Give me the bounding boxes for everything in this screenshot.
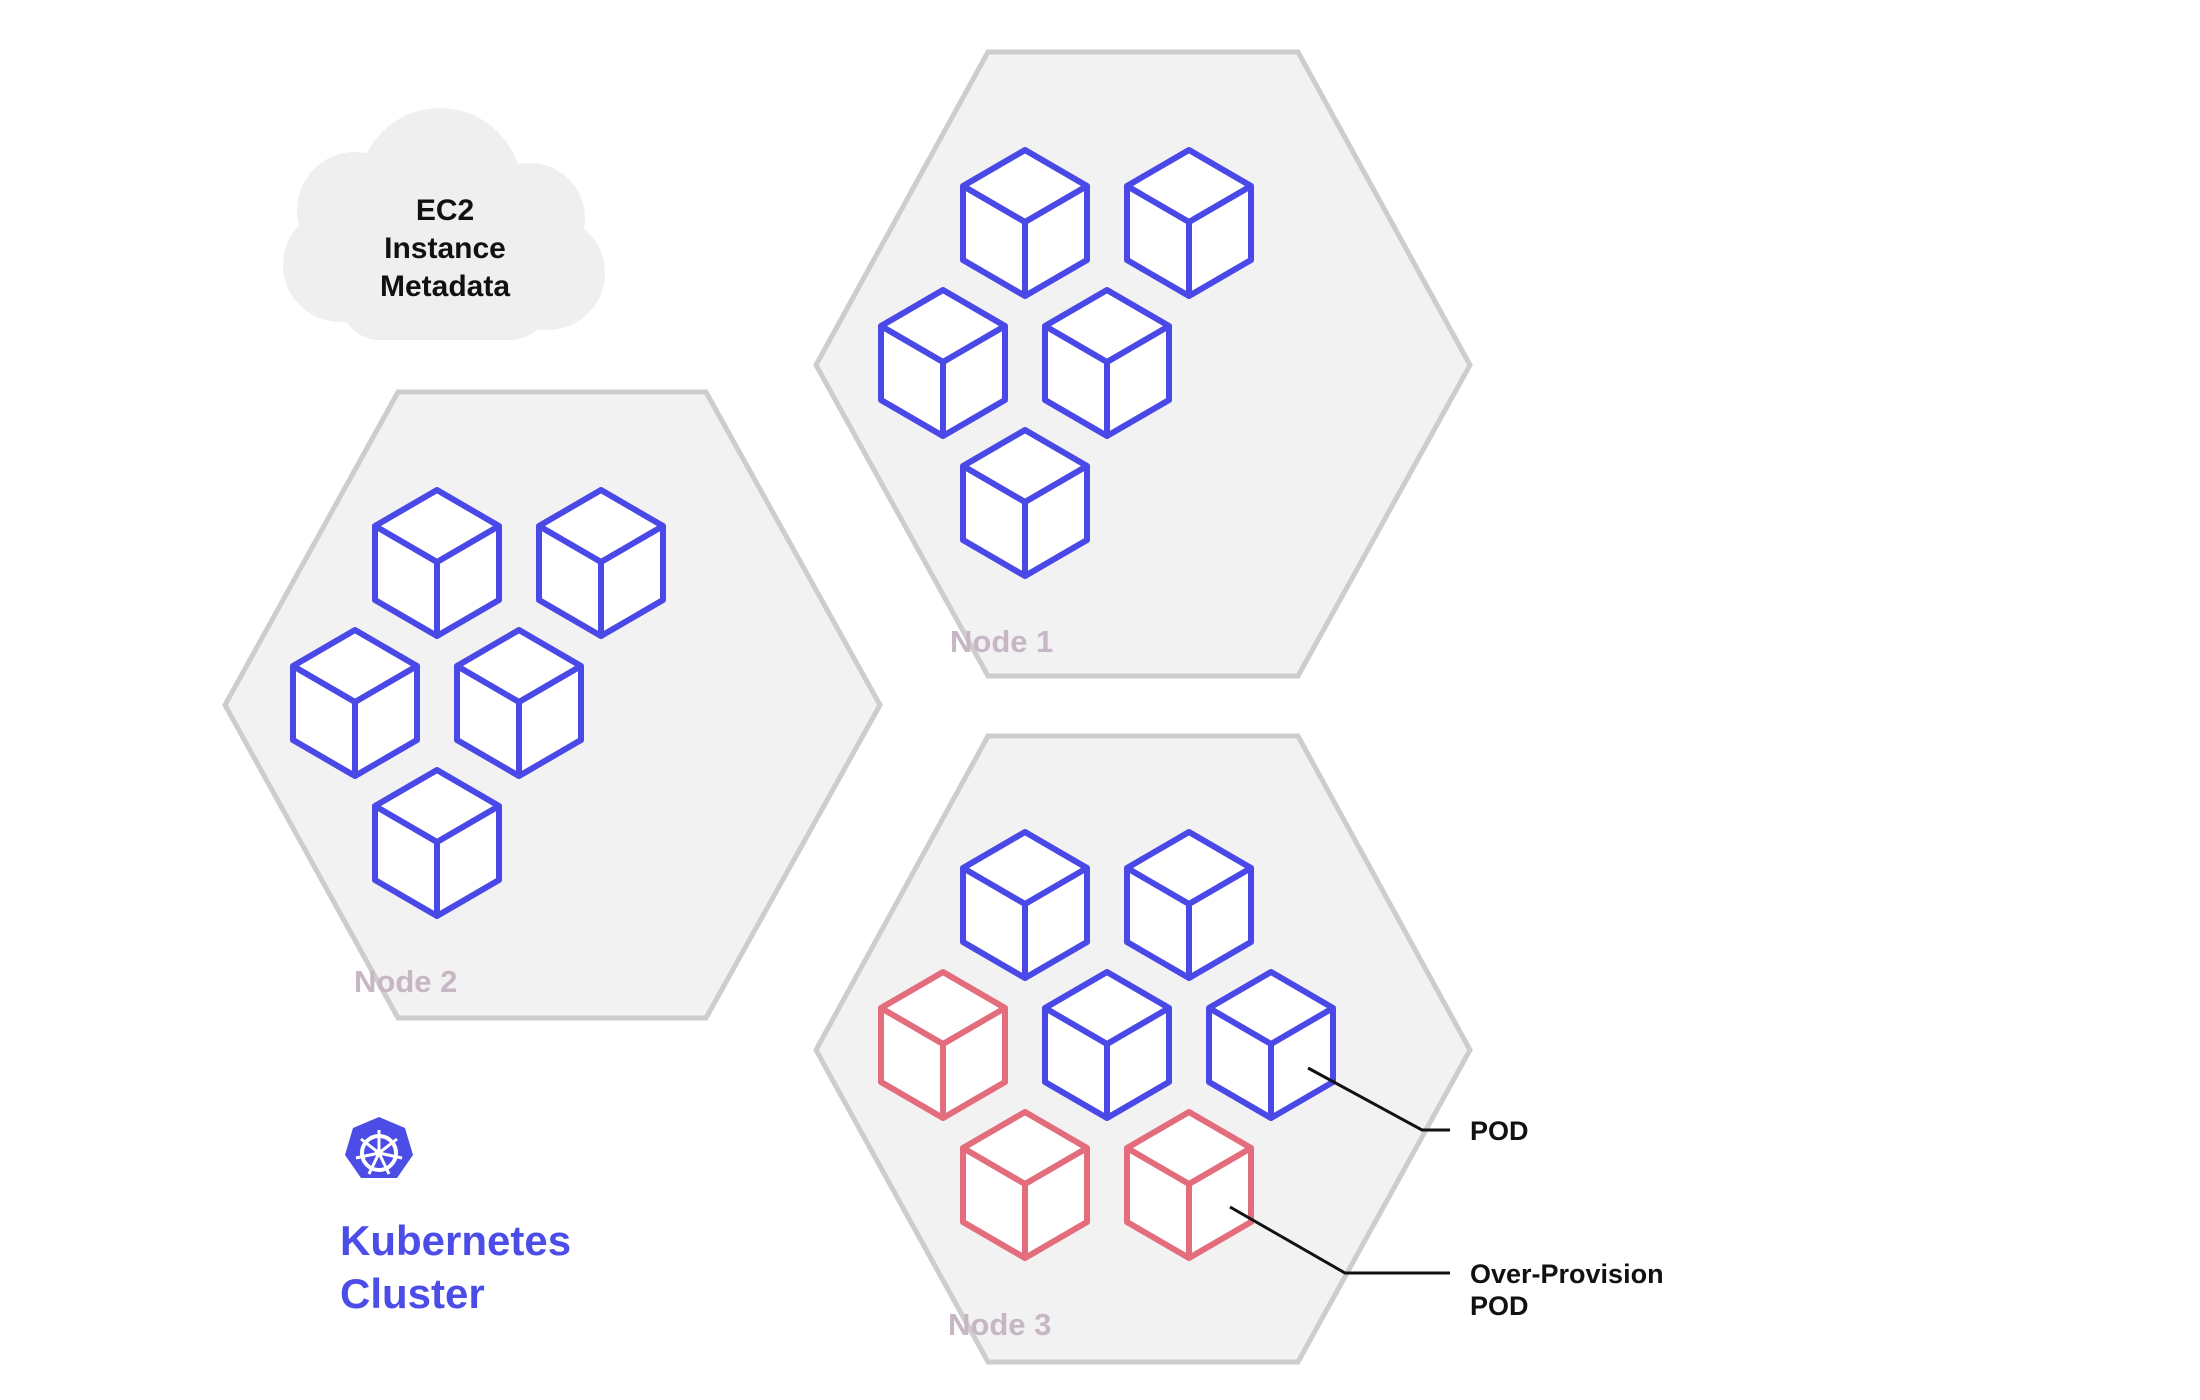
ec2-metadata-cloud: EC2 Instance Metadata bbox=[283, 108, 605, 340]
pod-leader-line bbox=[1307, 1066, 1450, 1132]
pod-cube-icon bbox=[536, 487, 666, 639]
pod-cube-icon bbox=[372, 487, 502, 639]
pod-cube-icon bbox=[960, 147, 1090, 299]
pod-cube-icon bbox=[290, 627, 420, 779]
pod-cube-icon bbox=[1206, 969, 1336, 1121]
legend-over-provision-line-2: POD bbox=[1470, 1291, 1529, 1321]
pod-cube-icon bbox=[1042, 969, 1172, 1121]
pod-cube-icon bbox=[372, 767, 502, 919]
node-3: Termination Handler Node 3 bbox=[778, 733, 1473, 1365]
pod-cube-icon bbox=[960, 427, 1090, 579]
over-provision-pod-cube-icon bbox=[878, 969, 1008, 1121]
node-3-label: Node 3 bbox=[948, 1307, 1051, 1342]
legend: POD Over-Provision POD bbox=[1229, 1066, 1664, 1321]
node-3-pods bbox=[878, 829, 1336, 1261]
pod-cube-icon bbox=[1042, 287, 1172, 439]
kubernetes-cluster-label: Kubernetes Cluster bbox=[340, 1117, 571, 1317]
node-2-label: Node 2 bbox=[354, 964, 457, 999]
node-2: Termination Handler Node 2 bbox=[186, 389, 883, 1021]
cluster-label-line-2: Cluster bbox=[340, 1270, 485, 1317]
cloud-label-line-1: EC2 bbox=[416, 194, 474, 227]
node-1-pods bbox=[878, 147, 1254, 579]
pod-cube-icon bbox=[1124, 829, 1254, 981]
legend-over-provision-line-1: Over-Provision bbox=[1470, 1259, 1664, 1289]
over-provision-leader-line bbox=[1229, 1205, 1450, 1275]
over-provision-pod-cube-icon bbox=[1124, 1109, 1254, 1261]
cloud-icon bbox=[283, 108, 605, 340]
over-provision-pod-cube-icon bbox=[960, 1109, 1090, 1261]
node-1: Termination Handler Node 1 bbox=[778, 49, 1473, 679]
pod-cube-icon bbox=[878, 287, 1008, 439]
cloud-label-line-2: Instance bbox=[384, 232, 506, 265]
kubernetes-helm-icon bbox=[345, 1117, 413, 1178]
legend-pod-label: POD bbox=[1470, 1116, 1529, 1146]
cloud-label-line-3: Metadata bbox=[380, 270, 510, 303]
node-2-pods bbox=[290, 487, 666, 919]
node-1-label: Node 1 bbox=[950, 624, 1053, 659]
pod-cube-icon bbox=[454, 627, 584, 779]
cluster-label-line-1: Kubernetes bbox=[340, 1217, 571, 1264]
pod-cube-icon bbox=[1124, 147, 1254, 299]
pod-cube-icon bbox=[960, 829, 1090, 981]
